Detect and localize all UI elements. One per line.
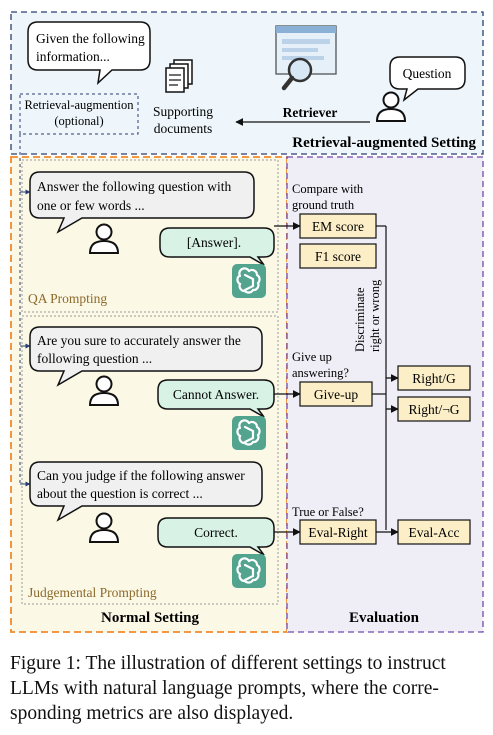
eval-acc-box	[397, 519, 471, 545]
judge-answer-bubble: Correct.	[157, 517, 275, 556]
right-not-g-box	[397, 396, 471, 422]
right-g-box	[397, 365, 471, 391]
discriminate-line2: right or wrong	[368, 279, 382, 352]
giveup-q-line2: answering?	[292, 366, 349, 380]
caption-line: Figure 1: The illustration of different …	[10, 653, 446, 674]
normal-setting-title: Normal Setting	[101, 610, 199, 626]
eval-acc-label: Eval-Acc	[409, 525, 460, 540]
supporting-docs-line2: documents	[154, 121, 213, 136]
qa-frame	[21, 159, 279, 313]
supporting-docs-line1: Supporting	[153, 104, 213, 119]
document-stack-icon	[165, 59, 193, 93]
question-bubble: Question	[389, 56, 466, 102]
sure-prompt-bubble: Are you sure to accurately answer the fo…	[29, 326, 263, 387]
retriever-label: Retriever	[283, 105, 338, 120]
qa-prompt-bubble: Answer the following question with one o…	[29, 171, 255, 234]
em-score-box	[299, 213, 377, 239]
given-info-line2: information...	[36, 49, 110, 64]
right-not-g-label: Right/¬G	[408, 402, 459, 417]
sure-answer-text: Cannot Answer.	[173, 387, 259, 402]
qa-answer-text: [Answer].	[187, 235, 241, 250]
true-false-label: True or False?	[292, 505, 364, 519]
caption-line: sponding metrics are also displayed.	[10, 703, 294, 724]
compare-line2: ground truth	[292, 198, 355, 212]
eval-right-label: Eval-Right	[308, 525, 367, 540]
qa-label: QA Prompting	[28, 291, 107, 306]
caption-line: LLMs with natural language prompts, wher…	[10, 678, 439, 699]
retrieval-setting-title: Retrieval-augmented Setting	[292, 135, 476, 151]
f1-score-box	[299, 243, 377, 269]
augmentation-line1: Retrieval-augmention	[25, 98, 135, 112]
right-g-label: Right/G	[412, 371, 456, 386]
chatgpt-icon	[230, 414, 268, 452]
qa-prompt-line2: one or few words ...	[37, 198, 145, 213]
giveup-label: Give-up	[314, 387, 358, 402]
retriever-browser-icon	[275, 25, 337, 91]
judge-prompt-line2: about the question is correct ...	[37, 486, 203, 501]
figure-caption: Figure 1: The illustration of different …	[10, 651, 486, 726]
giveup-q-line1: Give up	[292, 350, 332, 364]
judge-label: Judgemental Prompting	[28, 585, 157, 600]
judge-answer-text: Correct.	[194, 525, 238, 540]
chatgpt-icon	[230, 552, 268, 590]
judge-prompt-bubble: Can you judge if the following answer ab…	[29, 461, 263, 522]
qa-answer-bubble: [Answer].	[159, 227, 275, 266]
f1-score-label: F1 score	[315, 249, 361, 264]
settings-diagram: Given the following information... Suppo…	[10, 11, 484, 633]
question-text: Question	[403, 66, 452, 81]
sure-answer-bubble: Cannot Answer.	[157, 379, 275, 418]
given-info-bubble: Given the following information...	[27, 21, 151, 86]
sure-prompt-line1: Are you sure to accurately answer the	[37, 333, 241, 348]
qa-prompt-line1: Answer the following question with	[37, 179, 231, 194]
compare-line1: Compare with	[292, 182, 364, 196]
chatgpt-icon	[230, 262, 268, 300]
judge-prompt-line1: Can you judge if the following answer	[37, 468, 245, 483]
augmentation-frame	[19, 93, 139, 135]
evaluation-title: Evaluation	[349, 610, 420, 626]
given-info-line1: Given the following	[36, 31, 145, 46]
discriminate-line1: Discriminate	[353, 287, 367, 352]
sure-prompt-line2: following question ...	[37, 351, 152, 366]
judgemental-frame	[21, 315, 279, 605]
giveup-box	[299, 381, 373, 407]
augmentation-line2: (optional)	[54, 114, 103, 128]
eval-right-box	[299, 519, 377, 545]
em-score-label: EM score	[312, 219, 364, 234]
